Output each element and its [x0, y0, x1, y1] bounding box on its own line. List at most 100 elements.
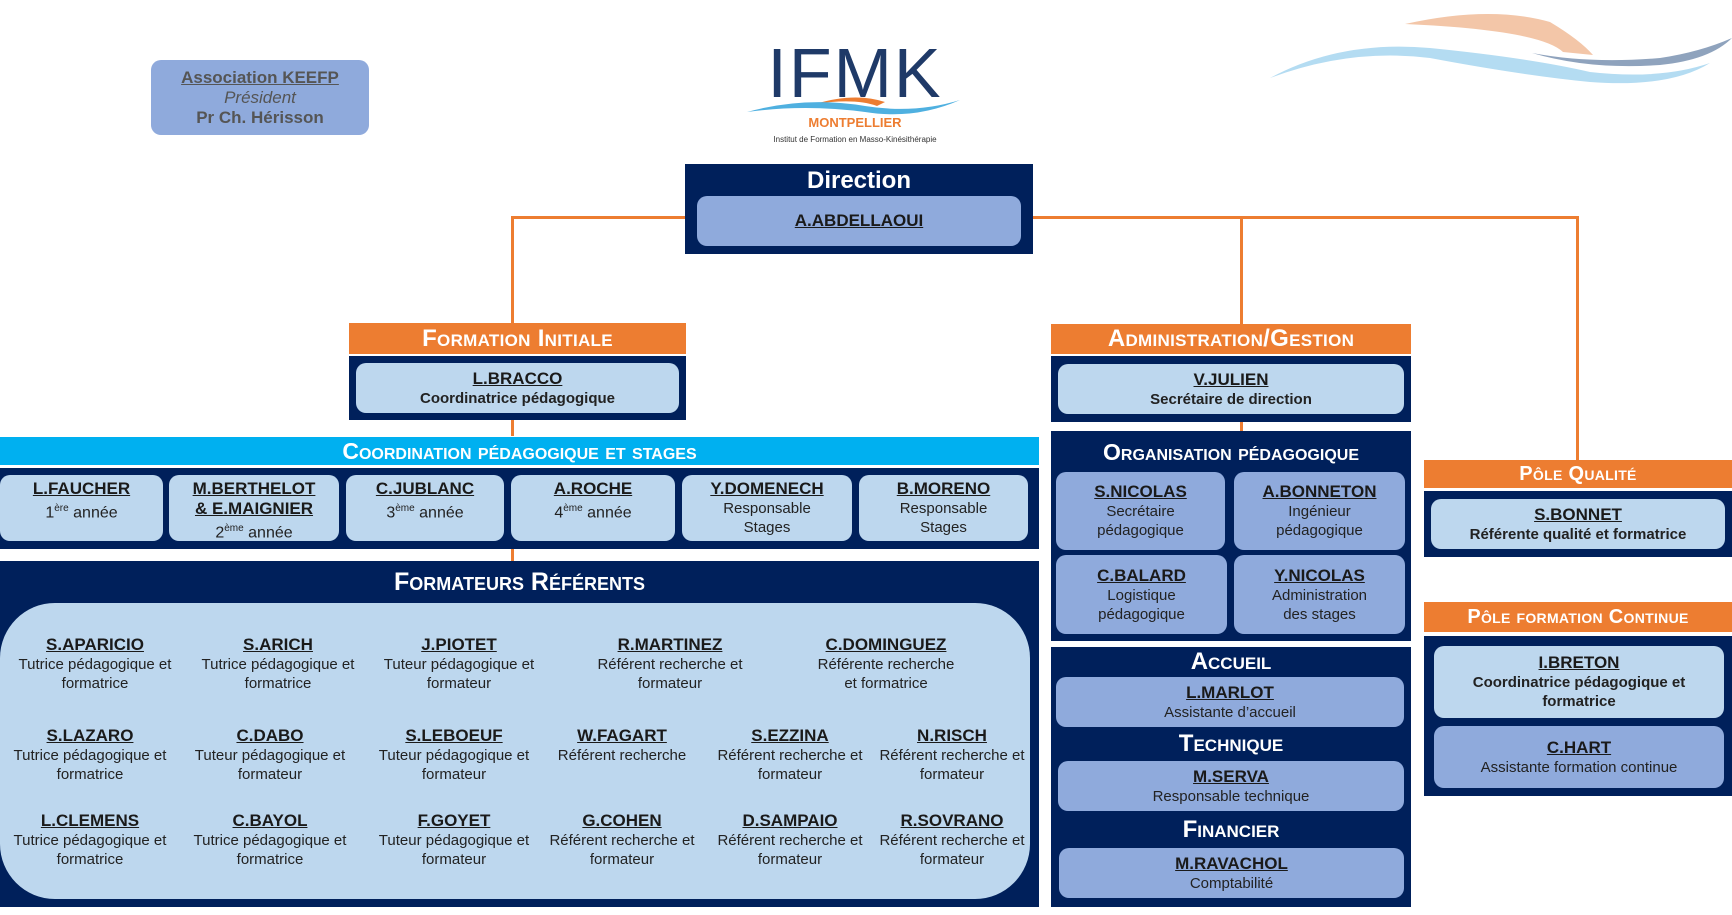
- association-name: Association KEEFP: [181, 67, 339, 87]
- org-member-role: pédagogique: [1098, 605, 1185, 623]
- formateur-role: formateur: [637, 675, 703, 692]
- secretary-role: Secrétaire de direction: [1150, 390, 1312, 408]
- service-role: Comptabilité: [1189, 874, 1274, 892]
- formateur-role: formateur: [757, 766, 823, 783]
- formateur-name: C.DABO: [236, 726, 304, 745]
- formateur-name: J.PIOTET: [421, 635, 497, 654]
- direction-box: Direction A.ABDELLAOUI: [685, 164, 1033, 254]
- service-card: M.SERVA Responsable technique: [1058, 761, 1404, 811]
- org-member-role: des stages: [1283, 605, 1356, 623]
- formateur-role: Référent recherche et: [717, 747, 863, 764]
- coordination-year: 4ème année: [554, 503, 632, 522]
- service-role: Responsable technique: [1152, 787, 1310, 805]
- formateur-name: S.EZZINA: [751, 726, 829, 745]
- service-title: Technique: [1178, 730, 1284, 757]
- logo-city: MONTPELLIER: [808, 115, 902, 130]
- formateur-role: formateur: [589, 851, 655, 868]
- coordination-header: Coordination pédagogique et stages: [0, 437, 1039, 465]
- coordinator-name: L.BRACCO: [472, 368, 563, 388]
- administration-box: V.JULIEN Secrétaire de direction: [1051, 356, 1411, 422]
- service-name: M.SERVA: [1193, 766, 1269, 786]
- formateur-role: Référent recherche et: [717, 832, 863, 849]
- formateur-name: R.SOVRANO: [900, 811, 1004, 830]
- formateur-name: L.CLEMENS: [40, 811, 140, 830]
- logo-title: IFMK: [767, 34, 943, 112]
- connector-line: [1240, 216, 1243, 324]
- continue-role: formatrice: [1542, 693, 1616, 710]
- service-card: M.RAVACHOL Comptabilité: [1059, 848, 1404, 898]
- formateur-role: Tutrice pédagogique et: [193, 832, 347, 849]
- wave-logo-icon: [747, 97, 960, 115]
- formateur-role: Référente recherche: [817, 656, 955, 673]
- org-member-role: pédagogique: [1097, 522, 1184, 539]
- organisation-box: Organisation pédagogique S.NICOLAS Secré…: [1051, 431, 1411, 641]
- formateur-role: Référent recherche: [557, 747, 687, 764]
- formateur-role: formatrice: [56, 766, 124, 783]
- coordination-role: Stages: [743, 519, 791, 536]
- services-box: Accueil L.MARLOT Assistante d’accueil Te…: [1051, 647, 1411, 907]
- formateur-role: formateur: [919, 851, 985, 868]
- coordination-name: M.BERTHELOT: [192, 479, 316, 498]
- service-name: M.RAVACHOL: [1175, 853, 1288, 873]
- coordinator-card: L.BRACCO Coordinatrice pédagogique: [356, 363, 679, 413]
- secretary-name: V.JULIEN: [1193, 369, 1269, 389]
- service-card: L.MARLOT Assistante d’accueil: [1056, 677, 1404, 727]
- formateur-role: formatrice: [61, 675, 129, 692]
- service-title: Accueil: [1190, 648, 1272, 675]
- formateur-role: Référent recherche et: [597, 656, 743, 673]
- formation-initiale-header: Formation Initiale: [349, 323, 686, 354]
- formateur-role: Tutrice pédagogique et: [13, 747, 167, 764]
- director-name: A.ABDELLAOUI: [794, 211, 924, 230]
- coordination-year: 2ème année: [215, 523, 293, 541]
- pole-qualite-header: Pôle Qualité: [1424, 460, 1732, 488]
- org-card: S.NICOLAS Secrétaire pédagogique: [1056, 472, 1225, 550]
- continue-card: C.HART Assistante formation continue: [1434, 726, 1724, 788]
- formateur-entry: C.DABO Tuteur pédagogique et formateur: [185, 726, 355, 784]
- association-box: Association KEEFP Président Pr Ch. Héris…: [151, 60, 369, 135]
- continue-name: I.BRETON: [1538, 653, 1620, 672]
- org-member-role: pédagogique: [1276, 522, 1363, 539]
- formateur-role: Référent recherche et: [879, 747, 1025, 764]
- pole-qualite-box: S.BONNET Référente qualité et formatrice: [1424, 491, 1732, 557]
- director-card: A.ABDELLAOUI: [697, 196, 1021, 246]
- formateur-role: formateur: [426, 675, 492, 692]
- formateurs-title: Formateurs Référents: [394, 568, 645, 596]
- quality-role: Référente qualité et formatrice: [1469, 525, 1687, 543]
- formateur-role: Tuteur pédagogique et: [194, 747, 346, 764]
- wave-decoration-icon: [1270, 13, 1732, 84]
- pole-continue-box: I.BRETON Coordinatrice pédagogique et fo…: [1424, 636, 1732, 796]
- coordination-box: L.FAUCHER 1ère année M.BERTHELOT& E.MAIGNI…: [0, 468, 1039, 549]
- continue-role: Assistante formation continue: [1480, 758, 1678, 776]
- formateur-role: formateur: [757, 851, 823, 868]
- formateur-name: R.MARTINEZ: [617, 635, 723, 654]
- service-name: L.MARLOT: [1186, 682, 1274, 702]
- formateur-role: formatrice: [56, 851, 124, 868]
- continue-role: Coordinatrice pédagogique et: [1472, 674, 1686, 691]
- formateur-role: formateur: [237, 766, 303, 783]
- org-card: A.BONNETON Ingénieur pédagogique: [1234, 472, 1405, 550]
- formateurs-box: Formateurs Référents S.APARICIO Tutrice p…: [0, 561, 1039, 907]
- pole-continue-header: Pôle formation Continue: [1424, 602, 1732, 632]
- org-member-name: S.NICOLAS: [1094, 482, 1187, 501]
- formateur-entry: R.MARTINEZ Référent recherche et formateur: [585, 635, 755, 693]
- formateur-role: Tutrice pédagogique et: [201, 656, 355, 673]
- coordination-name: L.FAUCHER: [32, 479, 131, 498]
- direction-title: Direction: [806, 167, 911, 194]
- coordination-card: L.FAUCHER 1ère année: [0, 475, 163, 541]
- coordination-year: 1ère année: [45, 503, 118, 522]
- org-member-name: Y.NICOLAS: [1274, 565, 1365, 585]
- formateur-role: et formatrice: [844, 675, 928, 692]
- formateur-name: S.APARICIO: [46, 635, 144, 654]
- formateur-name: N.RISCH: [917, 726, 987, 745]
- formateur-name: F.GOYET: [417, 811, 491, 830]
